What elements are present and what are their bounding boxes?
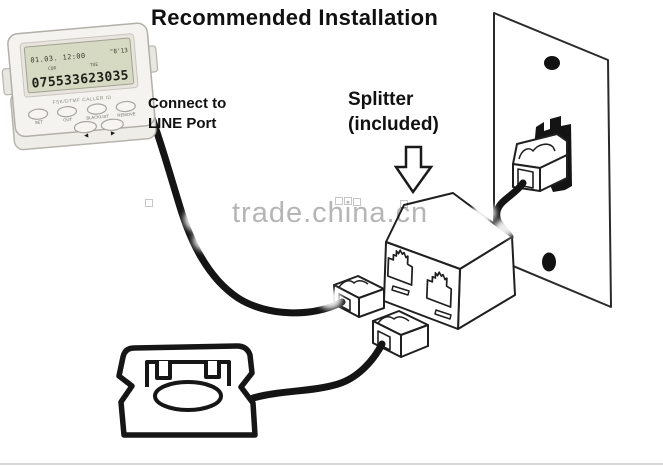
page-title: Recommended Installation — [151, 5, 439, 30]
splitter-label-line2: (included) — [348, 114, 439, 136]
splitter-slot-2 — [434, 309, 452, 320]
telephone-icon — [116, 343, 258, 438]
caller-id-device: 01.03. 12:00 "8'13 CUR TUE 075533623035 … — [1, 22, 159, 151]
bottom-edge-line — [0, 463, 663, 465]
lcd-tag-left: CUR — [48, 65, 57, 72]
remove-button-label: REMOVE — [117, 111, 136, 118]
watermark-square — [400, 200, 408, 208]
watermark-smudge — [494, 219, 516, 237]
plug-caller-id — [333, 275, 385, 318]
device-brand-label: FSK/DTMF CALLER ID — [52, 95, 111, 106]
lcd-new-count: "8'13 — [110, 47, 129, 56]
watermark-smudge — [318, 289, 342, 309]
out-button-label: OUT — [63, 117, 73, 123]
connect-label-line2: LINE Port — [148, 114, 217, 132]
connect-label-line1: Connect to — [148, 95, 227, 112]
nav-left-arrow-icon: ◄ — [82, 132, 90, 140]
phone-to-splitter-cable — [249, 340, 386, 402]
watermark-text: trade.china.cn — [232, 197, 429, 229]
screw-bottom-icon — [542, 252, 556, 272]
lcd-screen — [23, 37, 135, 94]
splitter-front-face — [383, 241, 461, 330]
phone-cradle-line — [145, 360, 231, 387]
device-buttons — [28, 100, 136, 134]
device-to-splitter-cable — [146, 108, 346, 317]
nav-right-arrow-icon: ► — [109, 130, 117, 138]
splitter-included-label: Splitter (included) — [348, 87, 439, 138]
splitter-label-line1: Splitter — [348, 89, 414, 110]
blacklist-button-label: BLACKLIST — [86, 114, 109, 121]
watermark-square — [344, 197, 352, 205]
blacklist-button — [86, 103, 107, 115]
watermark-square — [145, 199, 153, 207]
out-button — [56, 106, 78, 118]
lcd-tag-right: TUE — [90, 62, 99, 69]
nav-left-button — [73, 120, 97, 134]
set-button-label: SET — [35, 119, 44, 125]
splitter-jack-1 — [386, 249, 414, 286]
splitter-jack-2 — [425, 271, 453, 308]
watermark-smudge — [472, 203, 496, 223]
connect-line-port-label: Connect to LINE Port — [148, 94, 226, 133]
watermark-square — [353, 198, 361, 206]
remove-button — [115, 100, 136, 113]
splitter-graphic — [383, 192, 516, 330]
phone-dial — [153, 380, 223, 412]
watermark-smudge — [184, 206, 214, 232]
nav-right-button — [100, 118, 124, 131]
watermark-square — [335, 197, 343, 205]
watermark-smudge — [193, 229, 219, 251]
down-arrow-icon — [393, 145, 434, 195]
phone-cradle-post-left — [155, 361, 172, 380]
phone-cradle-post-right — [204, 361, 221, 379]
splitter-slot-1 — [391, 285, 410, 296]
set-button — [28, 108, 49, 120]
screw-top-icon — [544, 56, 560, 70]
